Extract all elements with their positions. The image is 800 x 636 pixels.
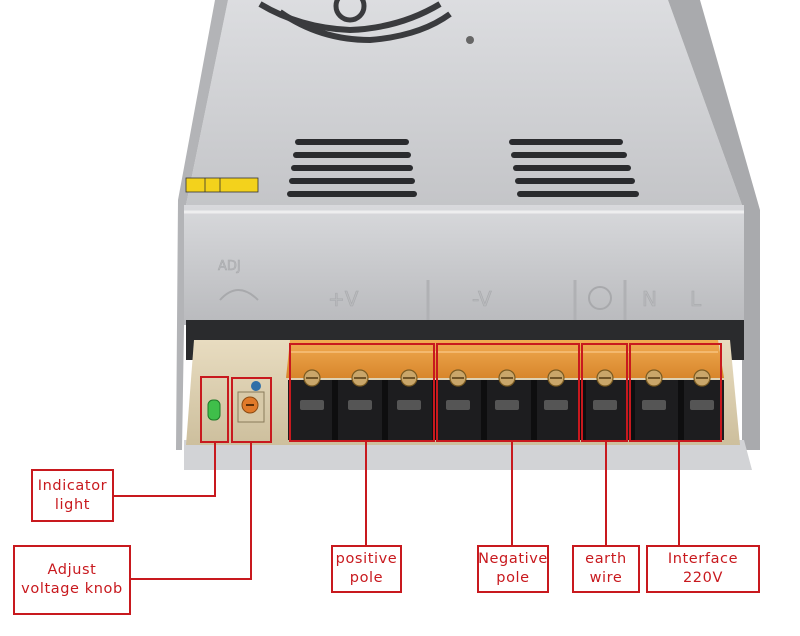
terminal-slots bbox=[300, 400, 714, 410]
vent-left bbox=[287, 139, 417, 197]
fan-grille bbox=[258, 0, 452, 44]
terminal-cover bbox=[286, 340, 724, 378]
vent-right bbox=[509, 139, 639, 197]
label-positive-pole: positive pole bbox=[331, 545, 402, 593]
silkscreen-minus-v: -V bbox=[472, 287, 492, 311]
front-silkscreen: ADJ +V -V N L bbox=[218, 259, 703, 312]
label-positive-pole-text: positive pole bbox=[335, 551, 398, 586]
highlight-negative-pole bbox=[436, 343, 580, 442]
label-earth-wire: earth wire bbox=[572, 545, 640, 593]
indicator-led bbox=[207, 399, 221, 421]
silkscreen-adj: ADJ bbox=[218, 259, 241, 274]
label-negative-pole-text: Negative pole bbox=[478, 551, 548, 586]
highlight-interface-220v bbox=[629, 343, 722, 442]
warning-sticker bbox=[185, 177, 259, 193]
housing-front bbox=[184, 205, 744, 325]
terminal-screws bbox=[303, 369, 711, 387]
label-adjust-voltage-knob: Adjust voltage knob bbox=[13, 545, 131, 615]
leader-indicator-light bbox=[113, 442, 216, 497]
housing-base bbox=[184, 440, 752, 470]
highlight-positive-pole bbox=[289, 343, 435, 442]
label-interface-220v-text: Interface 220V bbox=[667, 551, 739, 586]
housing-right-side bbox=[668, 0, 760, 450]
housing-left-side bbox=[176, 0, 228, 450]
adjust-potentiometer bbox=[237, 381, 265, 423]
silkscreen-n: N bbox=[642, 287, 657, 311]
label-adjust-voltage-knob-text: Adjust voltage knob bbox=[21, 562, 123, 597]
housing-top bbox=[186, 0, 742, 205]
silkscreen-plus-v: +V bbox=[328, 287, 359, 311]
label-interface-220v: Interface 220V bbox=[646, 545, 760, 593]
label-negative-pole: Negative pole bbox=[477, 545, 549, 593]
leader-adjust-knob bbox=[130, 442, 252, 580]
label-earth-wire-text: earth wire bbox=[585, 551, 627, 586]
leader-lines bbox=[113, 441, 680, 580]
fan-screw bbox=[466, 36, 474, 44]
label-indicator-light: Indicator light bbox=[31, 469, 114, 522]
silkscreen-l: L bbox=[690, 287, 702, 311]
label-indicator-light-text: Indicator light bbox=[37, 477, 108, 513]
highlight-earth-wire bbox=[581, 343, 628, 442]
